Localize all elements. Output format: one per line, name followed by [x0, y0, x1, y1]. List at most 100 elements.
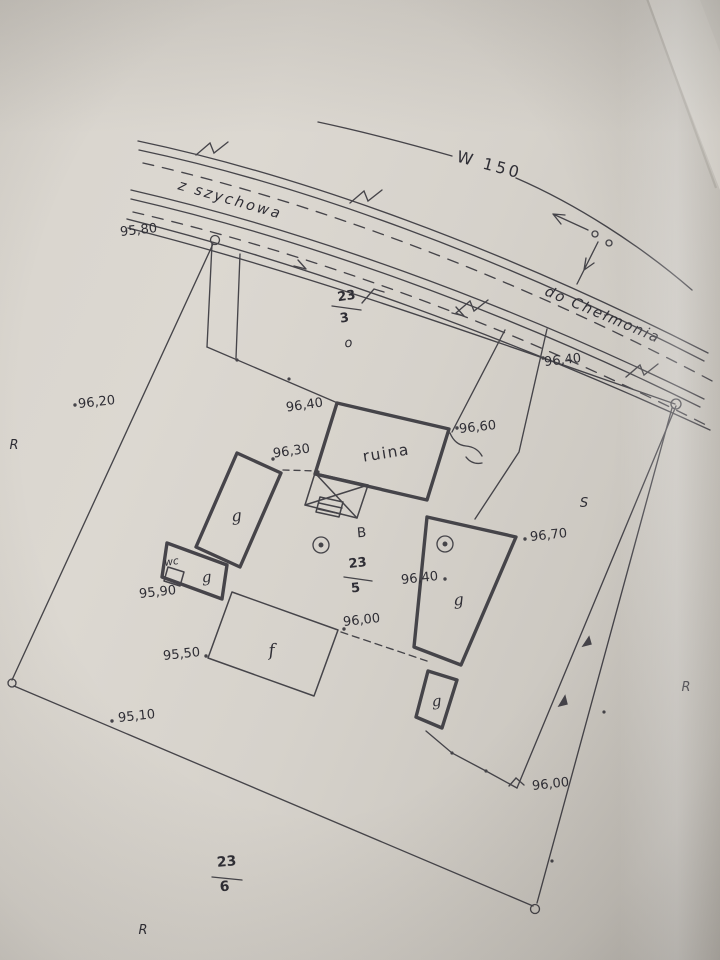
road-lines	[126, 121, 715, 431]
elevation-95-50: 95,50	[162, 645, 201, 664]
elevation-96-40-mid: 96,40	[400, 569, 439, 588]
survey-point-nw	[209, 234, 221, 246]
road-line-4a	[130, 189, 705, 400]
elevation-96-00-dash: 96,00	[342, 611, 381, 630]
elevation-95-10: 95,10	[117, 707, 156, 726]
building-label-ruina: ruina	[361, 440, 411, 465]
parcel-23-6-numerator: 23	[216, 853, 237, 871]
ruin-annex-cross	[304, 472, 369, 519]
tick-arrow	[557, 694, 568, 708]
elevation-95-90: 95,90	[138, 583, 177, 602]
right-angle-mark	[508, 777, 525, 787]
fraction-bars	[211, 305, 373, 881]
elevation-96-20: 96,20	[77, 393, 116, 412]
fence-yard-west-1	[206, 243, 213, 348]
fence-dashed-9600	[340, 631, 428, 662]
land-use-B: B	[356, 525, 367, 542]
road-line-2a	[137, 140, 709, 354]
tick-arrow	[451, 306, 465, 317]
road-line-6a	[126, 218, 711, 431]
building-label-f: f	[266, 641, 278, 662]
light-structures	[163, 472, 369, 697]
fence-yard-west-2	[235, 253, 241, 359]
fraction-bar-236	[211, 876, 243, 881]
building-outbuilding-east-large	[412, 515, 518, 667]
road-edge-north-east-segment	[515, 177, 693, 291]
map-labels: W 150 z szychowa do Chełmonia 95,80 96,2…	[9, 147, 690, 938]
fraction-bar-235	[343, 576, 373, 582]
ruin-steps-hatch	[317, 502, 343, 515]
fence-yard-east	[474, 328, 548, 520]
elevation-96-00-se: 96,00	[531, 775, 570, 794]
fence-from-shed	[425, 730, 518, 789]
building-outbuilding-west-large	[194, 451, 283, 569]
elevation-95-80: 95,80	[119, 221, 158, 240]
land-use-R-east: R	[681, 680, 690, 695]
page-crease-line	[646, 0, 718, 189]
tree-symbol	[436, 535, 454, 553]
road-arrows	[552, 213, 613, 285]
tick-arrow	[293, 259, 307, 270]
zigzag-mark	[195, 141, 229, 156]
road-line-4b	[130, 198, 701, 408]
tree-symbol	[312, 536, 330, 554]
road-dashed-ditch-south	[132, 211, 709, 427]
page-corner-fold	[646, 0, 720, 190]
fence-yard-north-diagonal	[206, 346, 341, 405]
land-use-R-south: R	[138, 923, 147, 938]
road-name-label: W 150	[455, 147, 524, 183]
building-label-g: g	[431, 692, 442, 711]
building-dwelling-f	[207, 591, 339, 697]
arrow-to-road	[576, 241, 599, 285]
parcel-23-5-numerator: 23	[348, 555, 368, 572]
parcel-233-leader-tick	[361, 288, 385, 304]
elevation-96-40-yard: 96,40	[285, 396, 324, 416]
survey-dots	[73, 356, 606, 863]
survey-point-e	[670, 398, 682, 410]
land-use-S: S	[580, 496, 588, 511]
boundary-west	[11, 243, 214, 681]
point-symbols	[312, 535, 454, 554]
survey-point-w	[7, 678, 17, 688]
road-to-label: do Chełmonia	[542, 284, 663, 347]
fence-southeast	[516, 405, 677, 789]
road-line-2b	[138, 149, 705, 362]
road-break-marks	[195, 141, 659, 378]
parcel-23-3-numerator: 23	[337, 288, 357, 305]
zigzag-mark	[455, 299, 489, 314]
parcel-23-6-denominator: 6	[219, 879, 230, 896]
elevation-96-60: 96,60	[458, 418, 497, 437]
parcel-23-5-denominator: 5	[350, 581, 361, 597]
road-dashed-ditch-north	[142, 162, 715, 383]
zigzag-mark	[625, 363, 659, 378]
building-label-wc: wc	[164, 555, 180, 569]
fraction-bar-233	[331, 305, 362, 311]
building-label-g: g	[201, 568, 212, 587]
parcel-23-3-denominator: 3	[339, 310, 350, 326]
small-circle-mark	[605, 239, 613, 247]
arrow-along-road	[552, 213, 589, 231]
boundary-east	[536, 407, 673, 904]
building-outbuilding-west-small	[160, 541, 229, 601]
small-circle-mark	[591, 230, 599, 238]
elevation-96-70: 96,70	[529, 526, 568, 545]
tree-symbol-dot	[442, 541, 448, 547]
road-edge-north-west-segment	[317, 121, 453, 157]
building-wc	[163, 566, 185, 587]
inner-fences	[206, 243, 677, 789]
zigzag-mark	[349, 189, 383, 204]
building-label-g: g	[453, 590, 465, 610]
elevation-96-30: 96,30	[272, 442, 311, 462]
fence-dashed-9630	[282, 469, 319, 472]
land-use-R-west: R	[9, 438, 18, 453]
survey-point-s	[529, 903, 541, 915]
road-edge-south	[127, 227, 676, 405]
survey-arrow-ticks	[293, 259, 592, 708]
land-use-o: o	[344, 336, 354, 352]
ruin-steps	[315, 496, 344, 518]
building-label-g: g	[231, 506, 243, 526]
building-ruin	[313, 401, 451, 502]
